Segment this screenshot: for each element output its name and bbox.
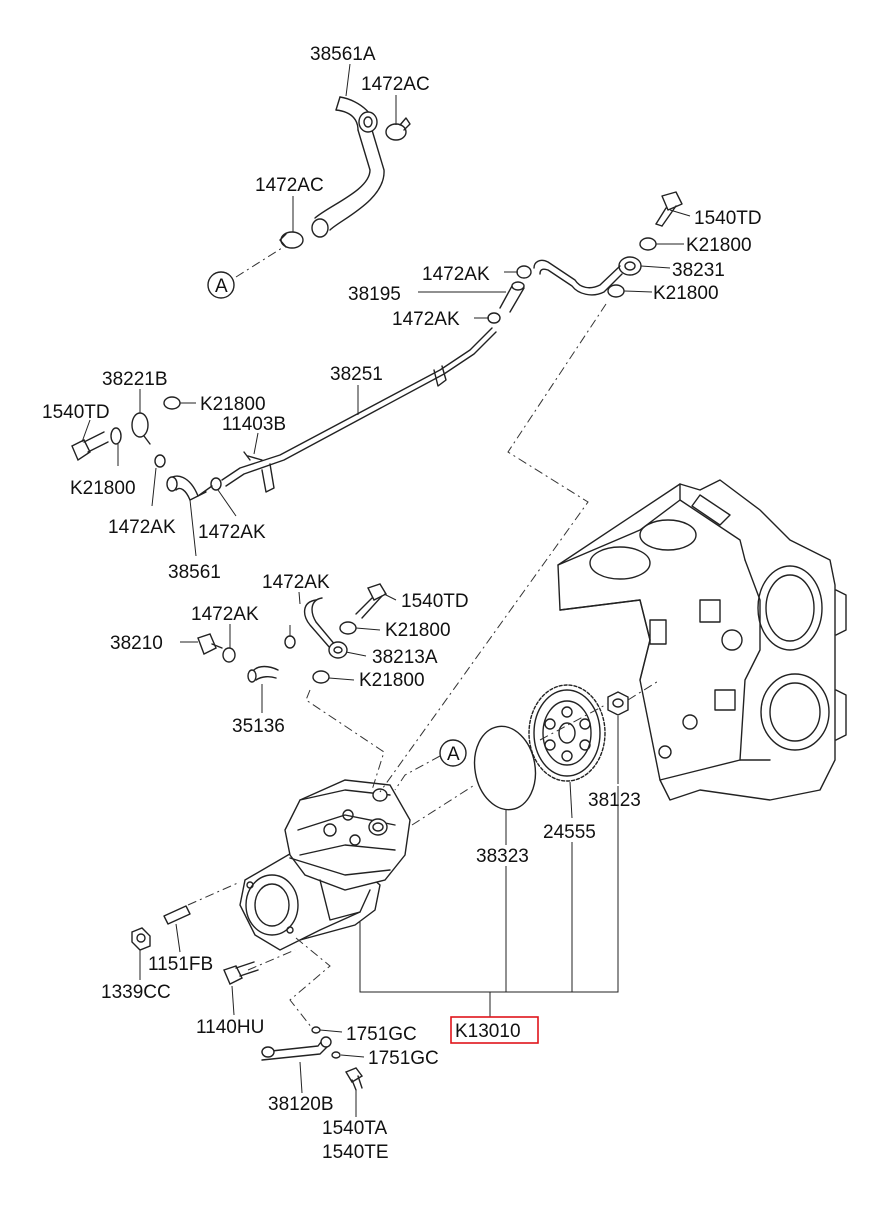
label-1540TE: 1540TE <box>322 1142 389 1163</box>
o-ring-38323 <box>473 725 537 811</box>
part-labels: 38561A 1472AC 1472AC A 1540TD K21800 382… <box>42 44 762 1163</box>
engine-block <box>557 479 847 801</box>
banjo-fitting-38231 <box>618 256 642 276</box>
ref-circle-a-top <box>207 271 235 299</box>
banjo-bolt-1540TD-left <box>71 431 109 462</box>
label-38195: 38195 <box>348 284 401 305</box>
label-K21800-6: K21800 <box>359 670 425 691</box>
label-35136: 35136 <box>232 716 285 737</box>
label-ref-a-bottom: A <box>447 744 460 765</box>
label-1472AK-2: 1472AK <box>392 309 460 330</box>
label-K13010: K13010 <box>455 1021 521 1042</box>
label-38221B: 38221B <box>102 369 168 390</box>
hose-clamp-1472AK-3 <box>154 454 166 468</box>
label-11403B: 11403B <box>222 414 286 435</box>
air-compressor-body <box>239 779 411 951</box>
label-K21800-2: K21800 <box>653 283 719 304</box>
seal-1751GC-1 <box>311 1026 321 1034</box>
washer-K21800-3 <box>163 396 181 410</box>
pipe-38251 <box>221 327 497 493</box>
label-1472AC-mid: 1472AC <box>255 175 324 196</box>
label-38120B: 38120B <box>268 1094 334 1115</box>
bolt-1540TA-TE <box>344 1067 364 1091</box>
label-1472AK-1: 1472AK <box>422 264 490 285</box>
banjo-bolt-1540TD-mid <box>355 583 387 619</box>
hose-clamp-1472AK-1 <box>516 265 532 279</box>
label-ref-a-top: A <box>215 276 228 297</box>
label-K21800-4: K21800 <box>70 478 136 499</box>
label-1140HU: 1140HU <box>196 1017 264 1038</box>
hose-clamp-1472AK-6 <box>284 635 296 649</box>
stud-1151FB <box>163 905 191 925</box>
label-38210: 38210 <box>110 633 163 654</box>
label-1540TD-mid: 1540TD <box>401 591 469 612</box>
fitting-38210 <box>197 633 223 655</box>
banjo-fitting-38221B <box>131 412 151 445</box>
washer-K21800-4 <box>110 427 122 445</box>
label-1540TA: 1540TA <box>322 1118 387 1139</box>
label-38231: 38231 <box>672 260 725 281</box>
label-38251: 38251 <box>330 364 383 385</box>
label-38123: 38123 <box>588 790 641 811</box>
hose-clamp-1472AK-5 <box>222 647 236 663</box>
assembly-center-lines <box>187 247 661 1029</box>
label-1540TD-top: 1540TD <box>694 208 762 229</box>
bolt-1140HU <box>223 961 259 985</box>
label-24555: 24555 <box>543 822 596 843</box>
gear-24555 <box>528 684 606 782</box>
label-1472AK-3: 1472AK <box>108 517 176 538</box>
label-1472AK-6: 1472AK <box>191 604 259 625</box>
hose-38561A <box>311 96 385 238</box>
hose-clamp-1472AC-top <box>385 117 411 141</box>
hose-clamp-1472AC-mid <box>279 231 304 249</box>
pipe-38120B <box>261 1036 332 1061</box>
hose-35136 <box>247 665 279 683</box>
washer-K21800-2 <box>607 284 625 298</box>
label-K21800-5: K21800 <box>385 620 451 641</box>
label-1472AC-top: 1472AC <box>361 74 430 95</box>
seal-1751GC-2 <box>331 1051 341 1059</box>
label-38323: 38323 <box>476 846 529 867</box>
label-1472AK-4: 1472AK <box>198 522 266 543</box>
label-K21800-3: K21800 <box>200 394 266 415</box>
washer-K21800-1 <box>639 237 657 251</box>
label-38213A: 38213A <box>372 647 438 668</box>
pipe-38213A <box>303 597 348 659</box>
label-1540TD-left: 1540TD <box>42 402 110 423</box>
pipe-upper <box>533 259 623 296</box>
hose-38195 <box>499 281 525 313</box>
hose-clamp-1472AK-4 <box>210 477 222 491</box>
leader-lines <box>81 63 691 1117</box>
washer-K21800-6 <box>312 670 330 684</box>
label-38561A: 38561A <box>310 44 376 65</box>
washer-K21800-5 <box>339 621 357 635</box>
k13010-highlight-box <box>450 1016 539 1044</box>
nut-1339CC <box>131 927 151 951</box>
label-1472AK-5: 1472AK <box>262 572 330 593</box>
label-1151FB: 1151FB <box>148 954 213 975</box>
hose-38561 <box>166 475 213 501</box>
bolt-11403B <box>243 451 263 461</box>
ref-circle-a-bottom <box>439 739 467 767</box>
nut-38123 <box>607 691 629 716</box>
label-38561: 38561 <box>168 562 221 583</box>
banjo-bolt-1540TD-top <box>655 191 683 227</box>
label-1751GC-2: 1751GC <box>368 1048 439 1069</box>
hose-clamp-1472AK-2 <box>487 312 501 324</box>
label-1751GC-1: 1751GC <box>346 1024 417 1045</box>
label-1339CC: 1339CC <box>101 982 171 1003</box>
label-K21800-1: K21800 <box>686 235 752 256</box>
